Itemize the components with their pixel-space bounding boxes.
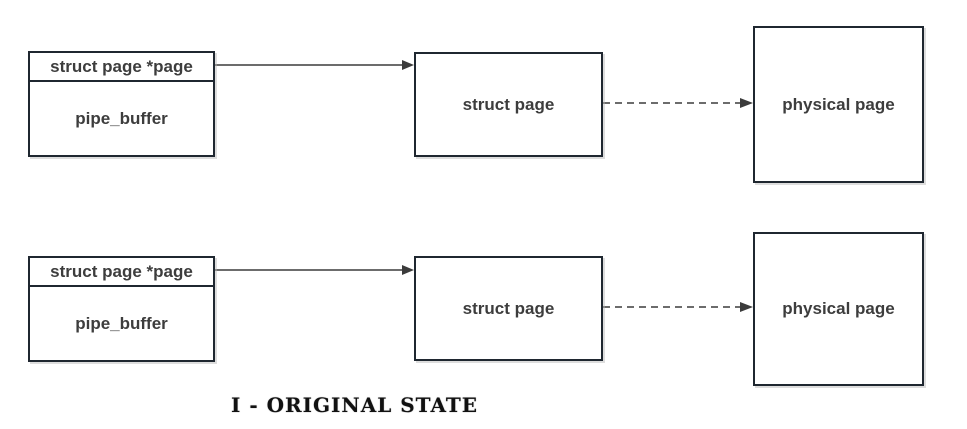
struct-page-box: struct page <box>414 52 603 157</box>
struct-page-label: struct page <box>462 298 555 318</box>
physical-page-box: physical page <box>753 26 924 183</box>
struct-page-body: struct page <box>416 54 601 155</box>
solid-arrow-row1 <box>215 265 414 275</box>
struct-page-body: struct page <box>416 258 601 359</box>
pipe-buffer-pointer-field: struct page *page <box>30 53 213 82</box>
struct-page-label: struct page <box>462 94 555 114</box>
dashed-arrow-row0 <box>603 98 753 108</box>
pipe-buffer-label: pipe_buffer <box>75 108 168 128</box>
solid-arrow-head-icon <box>402 60 414 70</box>
pipe-buffer-body: pipe_buffer <box>30 287 213 360</box>
physical-page-box: physical page <box>753 232 924 386</box>
dashed-arrow-head-icon <box>740 98 753 108</box>
pipe-buffer-box: struct page *page pipe_buffer <box>28 256 215 362</box>
pipe-buffer-pointer-field: struct page *page <box>30 258 213 287</box>
pipe-buffer-label: pipe_buffer <box>75 313 168 333</box>
pointer-field-label: struct page *page <box>50 56 193 76</box>
dashed-arrow-head-icon <box>740 302 753 312</box>
physical-page-label: physical page <box>782 299 895 318</box>
physical-page-label: physical page <box>782 94 895 114</box>
pointer-field-label: struct page *page <box>50 261 193 281</box>
physical-page-body: physical page <box>755 234 922 384</box>
solid-arrow-head-icon <box>402 265 414 275</box>
physical-page-body: physical page <box>755 28 922 181</box>
dashed-arrow-row1 <box>603 302 753 312</box>
pipe-buffer-box: struct page *page pipe_buffer <box>28 51 215 157</box>
solid-arrow-row0 <box>215 60 414 70</box>
struct-page-box: struct page <box>414 256 603 361</box>
diagram-caption: I - ORIGINAL STATE <box>231 393 479 417</box>
pipe-buffer-body: pipe_buffer <box>30 82 213 155</box>
